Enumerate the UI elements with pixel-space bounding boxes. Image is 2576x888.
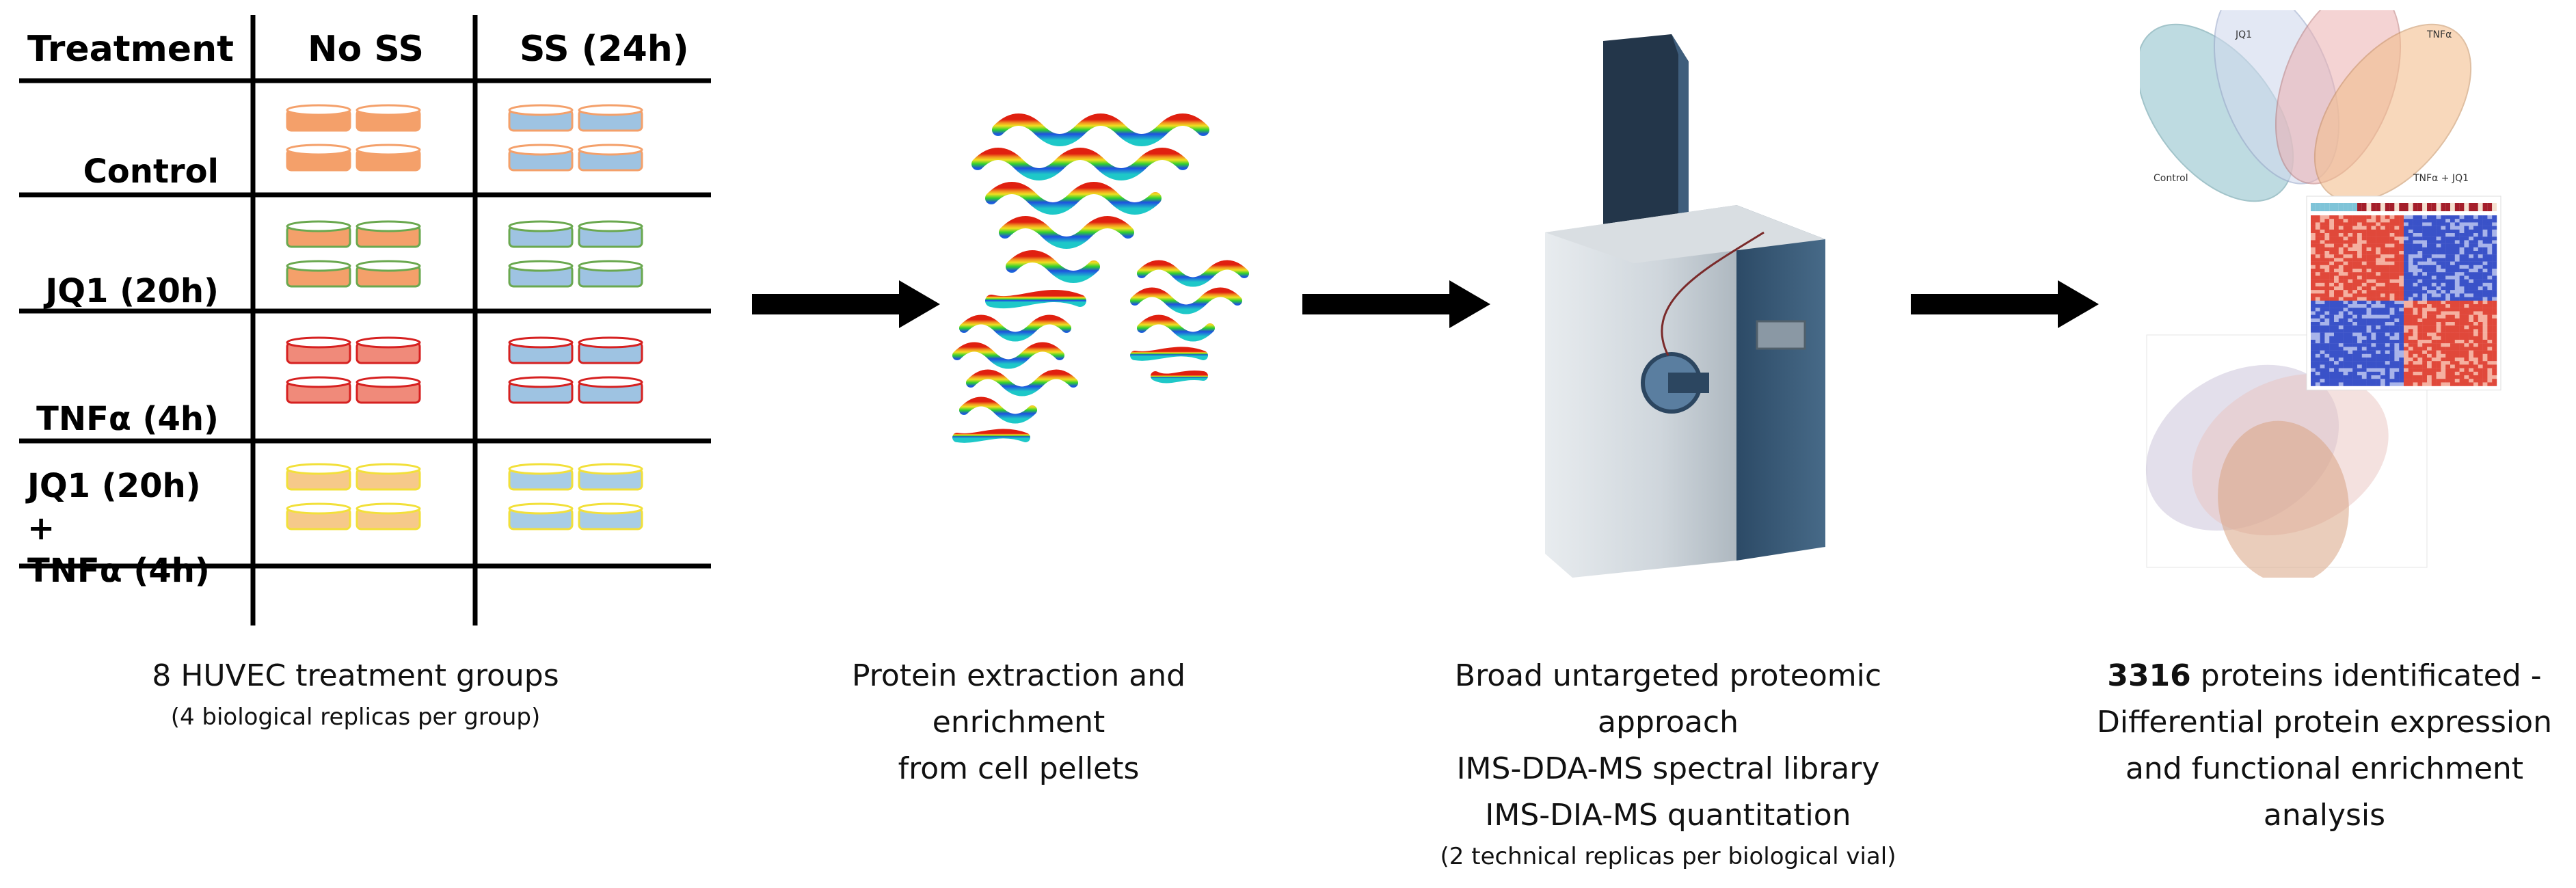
- culture-dish: [578, 260, 643, 288]
- culture-dish: [355, 104, 421, 132]
- mass-spectrometer-illustration: [1545, 34, 1825, 578]
- protein-small-left: [952, 314, 1078, 443]
- caption-step4-line1: 3316 proteins identificated -: [2078, 653, 2571, 699]
- arrow-2: [1302, 280, 1490, 328]
- caption-step4-line3: and functional enrichment: [2125, 751, 2524, 786]
- culture-dish: [355, 144, 421, 172]
- culture-dish: [508, 260, 574, 288]
- results-illustration: JQ1 TNFα Control TNFα + JQ1: [2140, 10, 2501, 578]
- culture-dish: [355, 336, 421, 364]
- venn-diagram: [2140, 10, 2472, 202]
- culture-dish: [355, 376, 421, 404]
- heatmap: [2306, 196, 2501, 391]
- culture-dish: [508, 144, 574, 172]
- caption-step4-line2: Differential protein expression: [2097, 705, 2552, 740]
- row-label-jq1-tnfa-line1: JQ1 (20h) +: [27, 467, 201, 548]
- venn-label-tnfa-jq1: TNFα + JQ1: [2413, 173, 2469, 184]
- culture-dish: [578, 336, 643, 364]
- row-label-jq1-tnfa-line2: TNFα (4h): [27, 552, 210, 590]
- caption-step3-line3: IMS-DDA-MS spectral library: [1456, 751, 1880, 786]
- protein-small-right: [1130, 260, 1249, 384]
- culture-dish: [578, 376, 643, 404]
- row-label-jq1-tnfa: JQ1 (20h) + TNFα (4h): [27, 465, 226, 592]
- culture-dish: [355, 463, 421, 491]
- culture-dish: [508, 463, 574, 491]
- culture-dish: [508, 220, 574, 248]
- culture-dish: [578, 144, 643, 172]
- culture-dish: [508, 104, 574, 132]
- venn-label-control: Control: [2154, 173, 2188, 184]
- caption-step1-line2: (4 biological replicas per group): [170, 703, 541, 731]
- caption-step3-line5: (2 technical replicas per biological via…: [1440, 843, 1896, 870]
- caption-step3-line1: Broad untargeted proteomic: [1454, 658, 1882, 693]
- culture-dish: [508, 502, 574, 530]
- culture-dish: [286, 376, 351, 404]
- header-ss-24h: SS (24h): [520, 29, 689, 70]
- caption-step1: 8 HUVEC treatment groups (4 biological r…: [0, 653, 711, 735]
- row-label-tnfa: TNFα (4h): [36, 400, 219, 438]
- culture-dish: [286, 336, 351, 364]
- culture-dish: [286, 144, 351, 172]
- caption-step4: 3316 proteins identificated - Differenti…: [2078, 653, 2571, 839]
- culture-dish: [578, 104, 643, 132]
- venn-label-jq1: JQ1: [2235, 29, 2252, 40]
- culture-dish: [355, 260, 421, 288]
- treatment-grid: [19, 15, 711, 625]
- culture-dish: [286, 220, 351, 248]
- caption-step3: Broad untargeted proteomic approach IMS-…: [1415, 653, 1921, 874]
- culture-dish: [286, 502, 351, 530]
- culture-dish: [286, 104, 351, 132]
- culture-dish: [578, 502, 643, 530]
- culture-dish: [578, 220, 643, 248]
- caption-step3-line2: approach: [1598, 705, 1739, 740]
- venn-set-jq1: [2213, 10, 2340, 185]
- venn-label-tnfa: TNFα: [2426, 29, 2452, 40]
- venn-set-tnfa: [2313, 23, 2472, 202]
- caption-step4-line1-rest: proteins identificated -: [2190, 658, 2542, 693]
- protein-count: 3316: [2107, 658, 2191, 693]
- protein-structure-illustration: [952, 113, 1249, 443]
- row-label-control: Control: [83, 152, 219, 191]
- grid-lines: [19, 15, 711, 625]
- caption-step1-line1: 8 HUVEC treatment groups: [152, 658, 559, 693]
- culture-dishes: [286, 104, 643, 530]
- arrow-1: [752, 280, 940, 328]
- culture-dish: [286, 260, 351, 288]
- culture-dish: [578, 463, 643, 491]
- caption-step3-line4: IMS-DIA-MS quantitation: [1485, 798, 1851, 833]
- caption-step4-line4: analysis: [2263, 798, 2386, 833]
- caption-step2-line1: Protein extraction and enrichment: [851, 658, 1186, 740]
- culture-dish: [508, 376, 574, 404]
- caption-step2: Protein extraction and enrichment from c…: [814, 653, 1224, 792]
- ms-body: [1545, 205, 1825, 578]
- caption-step2-line2: from cell pellets: [898, 751, 1140, 786]
- protein-large: [971, 113, 1209, 309]
- pca-plot: [2145, 334, 2428, 578]
- culture-dish: [286, 463, 351, 491]
- culture-dish: [355, 220, 421, 248]
- culture-dish: [508, 336, 574, 364]
- header-treatment: Treatment: [27, 29, 234, 70]
- row-label-jq1: JQ1 (20h): [45, 272, 219, 310]
- arrow-3: [1911, 280, 2099, 328]
- header-no-ss: No SS: [308, 29, 424, 70]
- culture-dish: [355, 502, 421, 530]
